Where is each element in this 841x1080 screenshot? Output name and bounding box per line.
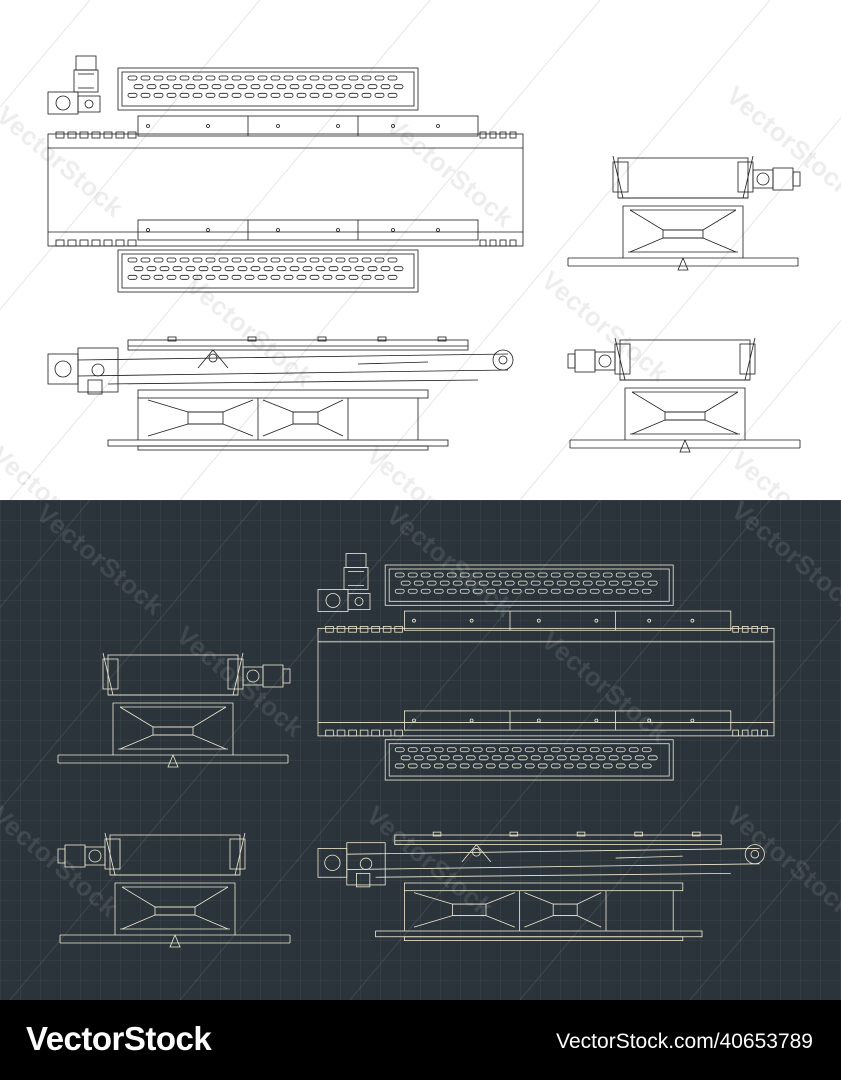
light-drawings bbox=[47, 55, 801, 453]
footer-logo: VectorStock bbox=[26, 1020, 212, 1057]
conveyor-side-view bbox=[317, 831, 765, 942]
footer-bar: VectorStock VectorStock.com/40653789 bbox=[0, 1000, 841, 1080]
conveyor-end-view-motor-left bbox=[567, 337, 801, 453]
footer-image-id: VectorStock.com/40653789 bbox=[556, 1030, 813, 1053]
light-drawing-canvas bbox=[0, 0, 841, 500]
dark-drawings bbox=[57, 553, 775, 948]
conveyor-end-view-motor-right bbox=[567, 155, 801, 271]
conveyor-plan-view bbox=[317, 553, 775, 781]
dark-drawing-canvas bbox=[0, 500, 841, 1000]
conveyor-plan-view bbox=[47, 55, 524, 293]
conveyor-side-view bbox=[47, 336, 514, 451]
conveyor-end-view-motor-right bbox=[57, 652, 291, 768]
dark-blueprint-panel: VectorStock VectorStock VectorStock Vect… bbox=[0, 500, 841, 1000]
conveyor-end-view-motor-left bbox=[57, 832, 291, 948]
light-blueprint-panel: VectorStock VectorStock VectorStock Vect… bbox=[0, 0, 841, 500]
